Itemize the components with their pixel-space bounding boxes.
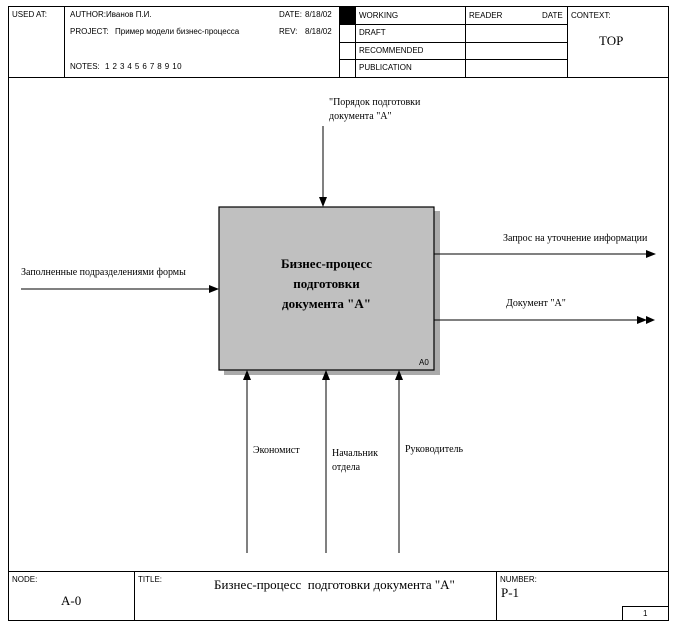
mechanism-label-dept-head: Начальник отдела [332,447,378,475]
number-label: NUMBER: [500,575,537,584]
rev-label: REV: [279,27,298,36]
activity-title-line-3: документа "А" [282,296,371,311]
activity-title: Бизнес-процесс подготовки документа "А" [219,254,434,314]
mechanism-label-economist-line-1: Экономист [253,445,300,456]
control-label-line-1: "Порядок подготовки [329,97,421,108]
title-value: Бизнес-процесс подготовки документа "А" [214,577,455,592]
mechanism-label-dept-head-line-1: Начальник [332,448,378,459]
mechanism-label-manager: Руководитель [405,443,463,457]
title-label: TITLE: [138,575,163,584]
author-label: AUTHOR: [70,10,106,19]
status-working: WORKING [359,11,399,20]
page-box [622,606,668,621]
control-label: "Порядок подготовки документа "А" [329,96,420,124]
rev-value: 8/18/02 [305,27,332,36]
reader-label: READER [469,11,503,20]
status-draft: DRAFT [359,28,386,37]
header-panel: USED AT: AUTHOR: Иванов П.И. PROJECT: Пр… [9,7,668,78]
output-label-request: Запрос на уточнение информации [503,233,648,244]
page-number: 1 [643,609,648,618]
project-value: Пример модели бизнес-процесса [115,27,240,36]
reader-date-label: DATE [542,11,563,20]
input-label: Заполненные подразделениями формы [21,267,186,278]
author-value: Иванов П.И. [106,10,152,19]
date-value: 8/18/02 [305,10,332,19]
context-value: TOP [599,33,624,48]
notes-label: NOTES: [70,62,100,71]
mechanism-label-economist: Экономист [253,444,300,458]
idef0-frame: USED AT: AUTHOR: Иванов П.И. PROJECT: Пр… [8,6,669,621]
number-value: Р-1 [501,585,520,600]
context-label: CONTEXT: [571,11,611,20]
node-label: NODE: [12,575,38,584]
activity-title-line-1: Бизнес-процесс [280,256,372,271]
project-label: PROJECT: [70,27,109,36]
activity-title-line-2: подготовки [293,276,360,291]
activity-node-id: A0 [419,358,429,367]
date-label: DATE: [279,10,302,19]
working-status-marker [340,7,355,24]
control-label-line-2: документа "А" [329,111,392,122]
used-at-label: USED AT: [12,10,47,19]
status-publication: PUBLICATION [359,63,412,72]
mechanism-label-dept-head-line-2: отдела [332,462,361,473]
status-recommended: RECOMMENDED [359,46,424,55]
node-value: А-0 [61,593,82,608]
footer-panel: NODE: А-0 TITLE: Бизнес-процесс подготов… [9,571,668,621]
mechanism-label-manager-line-1: Руководитель [405,444,464,455]
output-arrow-document-head2 [646,316,655,324]
output-label-document: Документ "А" [506,298,566,309]
activity-box[interactable] [218,206,435,371]
notes-value: 1 2 3 4 5 6 7 8 9 10 [105,62,182,71]
